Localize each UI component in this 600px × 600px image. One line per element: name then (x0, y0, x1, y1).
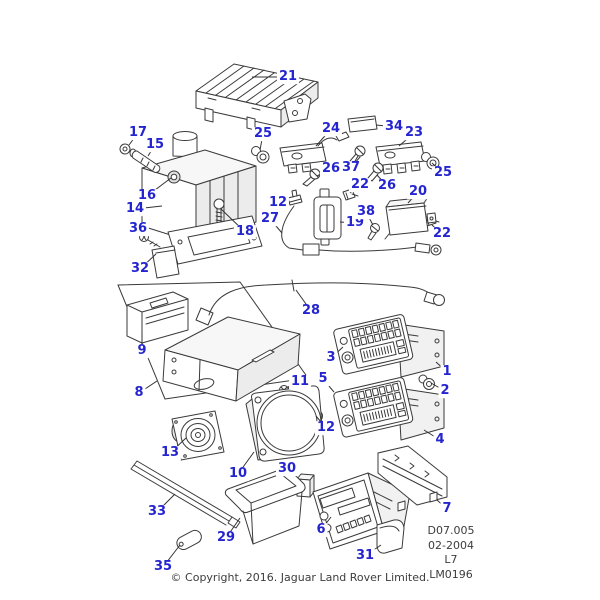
part-module-19 (313, 188, 342, 246)
doc-ref-number: LM0196 (429, 567, 473, 581)
part-speaker-13 (171, 410, 225, 461)
part-radio-head-unit-bottom (333, 377, 445, 441)
part-screw-37 (349, 145, 366, 165)
callout-24: 24 (319, 121, 343, 137)
callout-18: 18 (233, 224, 257, 240)
part-antenna-cable-27 (281, 189, 442, 256)
part-cd-magazine-9 (126, 291, 189, 344)
callout-17: 17 (126, 125, 150, 141)
callout-5: 5 (316, 371, 330, 387)
callout-25: 25 (431, 165, 455, 181)
callout-32: 32 (128, 261, 152, 277)
part-screw-38 (367, 223, 380, 241)
part-finisher-31 (376, 519, 405, 554)
callout-33: 33 (145, 504, 169, 520)
callout-14: 14 (123, 201, 147, 217)
callout-10: 10 (226, 466, 250, 482)
callout-3: 3 (324, 350, 338, 366)
callout-19: 19 (343, 215, 367, 231)
doc-ref-code: D07.005 (427, 524, 475, 537)
callout-23: 23 (402, 125, 426, 141)
callout-4: 4 (433, 432, 447, 448)
callout-12: 12 (314, 420, 338, 436)
callout-21: 21 (276, 69, 300, 85)
part-mounting-cage-7 (377, 445, 448, 512)
diagram-line-art (117, 63, 448, 554)
callout-35: 35 (151, 559, 175, 575)
callout-11: 11 (288, 374, 312, 390)
part-plate-34 (347, 115, 378, 133)
part-plug-2 (418, 374, 435, 390)
part-cd-changer-8 (162, 316, 301, 402)
part-pocket-29 (224, 467, 306, 545)
callout-22: 22 (430, 226, 454, 242)
part-trim-strip-33 (130, 460, 241, 529)
callout-34: 34 (382, 119, 406, 135)
part-cable-28 (195, 279, 445, 326)
part-screw-26-left (302, 168, 321, 187)
callout-9: 9 (135, 343, 149, 359)
part-module-20 (384, 196, 437, 240)
callout-29: 29 (214, 530, 238, 546)
callout-26: 26 (319, 161, 343, 177)
callout-28: 28 (299, 303, 323, 319)
part-speaker-10 (245, 385, 325, 462)
callout-12: 12 (266, 195, 290, 211)
part-screw-26-right (367, 162, 384, 182)
doc-reference-block: D07.005 02-2004 L7 LM0196 (396, 524, 506, 582)
callout-36: 36 (126, 221, 150, 237)
callout-26: 26 (375, 178, 399, 194)
callout-31: 31 (353, 548, 377, 564)
callout-6: 6 (314, 522, 328, 538)
callout-13: 13 (158, 445, 182, 461)
doc-ref-model: L7 (444, 553, 458, 566)
callout-22: 22 (348, 177, 372, 193)
callout-38: 38 (354, 204, 378, 220)
callout-30: 30 (275, 461, 299, 477)
part-amplifier-module (195, 63, 319, 131)
callout-8: 8 (132, 385, 146, 401)
callout-27: 27 (258, 211, 282, 227)
doc-ref-date: 02-2004 (428, 538, 474, 552)
part-plate-32 (151, 245, 180, 279)
part-relay-24 (279, 131, 350, 174)
callout-2: 2 (438, 383, 452, 399)
part-plug-25-left (251, 146, 270, 164)
callout-37: 37 (339, 160, 363, 176)
part-screw-15 (131, 150, 161, 173)
copyright-notice: © Copyright, 2016. Jaguar Land Rover Lim… (170, 571, 430, 584)
part-bulb-35 (176, 529, 202, 551)
part-relay-23 (375, 141, 426, 175)
callout-25: 25 (251, 126, 275, 142)
part-radio-head-unit-top (333, 314, 445, 378)
callout-15: 15 (143, 137, 167, 153)
callout-16: 16 (135, 188, 159, 204)
part-bolt-18 (213, 198, 225, 223)
callout-1: 1 (440, 364, 454, 380)
callout-7: 7 (440, 501, 454, 517)
callout-20: 20 (406, 184, 430, 200)
